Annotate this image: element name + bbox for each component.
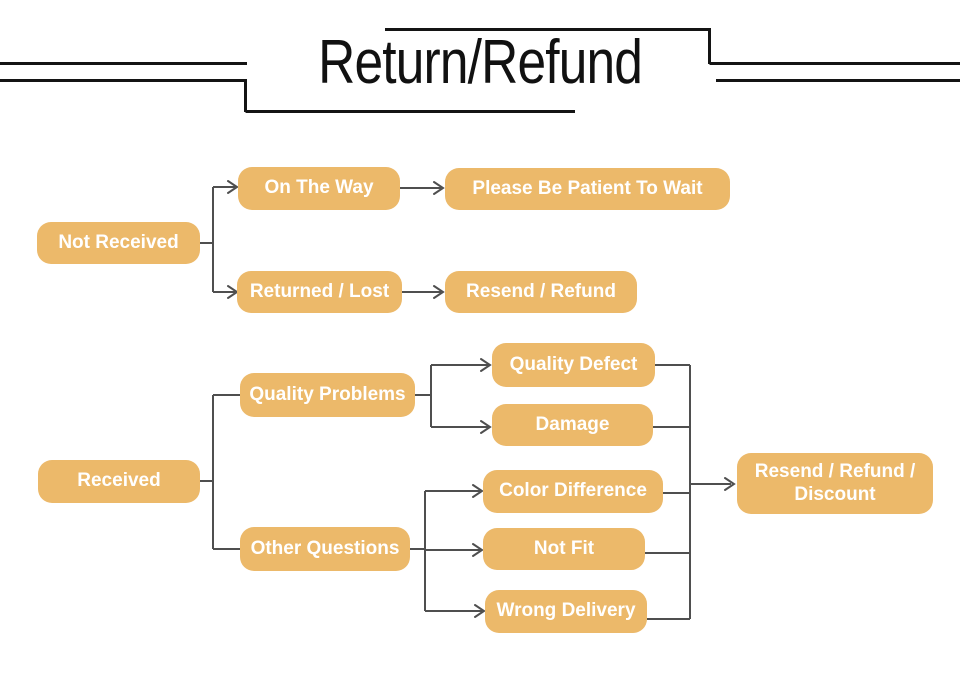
node-other-questions: Other Questions bbox=[240, 527, 410, 571]
title-decoration-lines bbox=[0, 28, 960, 113]
node-not-received: Not Received bbox=[37, 222, 200, 264]
node-returned-lost: Returned / Lost bbox=[237, 271, 402, 313]
node-please-be-patient-to-wait: Please Be Patient To Wait bbox=[445, 168, 730, 210]
node-resend-refund: Resend / Refund bbox=[445, 271, 637, 313]
node-quality-problems: Quality Problems bbox=[240, 373, 415, 417]
node-on-the-way: On The Way bbox=[238, 167, 400, 210]
node-received: Received bbox=[38, 460, 200, 503]
node-resend-refund-discount: Resend / Refund / Discount bbox=[737, 453, 933, 514]
node-damage: Damage bbox=[492, 404, 653, 446]
page-title: Return/Refund bbox=[0, 32, 960, 94]
page-title-text: Return/Refund bbox=[318, 28, 643, 97]
node-color-difference: Color Difference bbox=[483, 470, 663, 513]
node-not-fit: Not Fit bbox=[483, 528, 645, 570]
connector-lines bbox=[200, 186, 731, 620]
node-quality-defect: Quality Defect bbox=[492, 343, 655, 387]
node-wrong-delivery: Wrong Delivery bbox=[485, 590, 647, 633]
